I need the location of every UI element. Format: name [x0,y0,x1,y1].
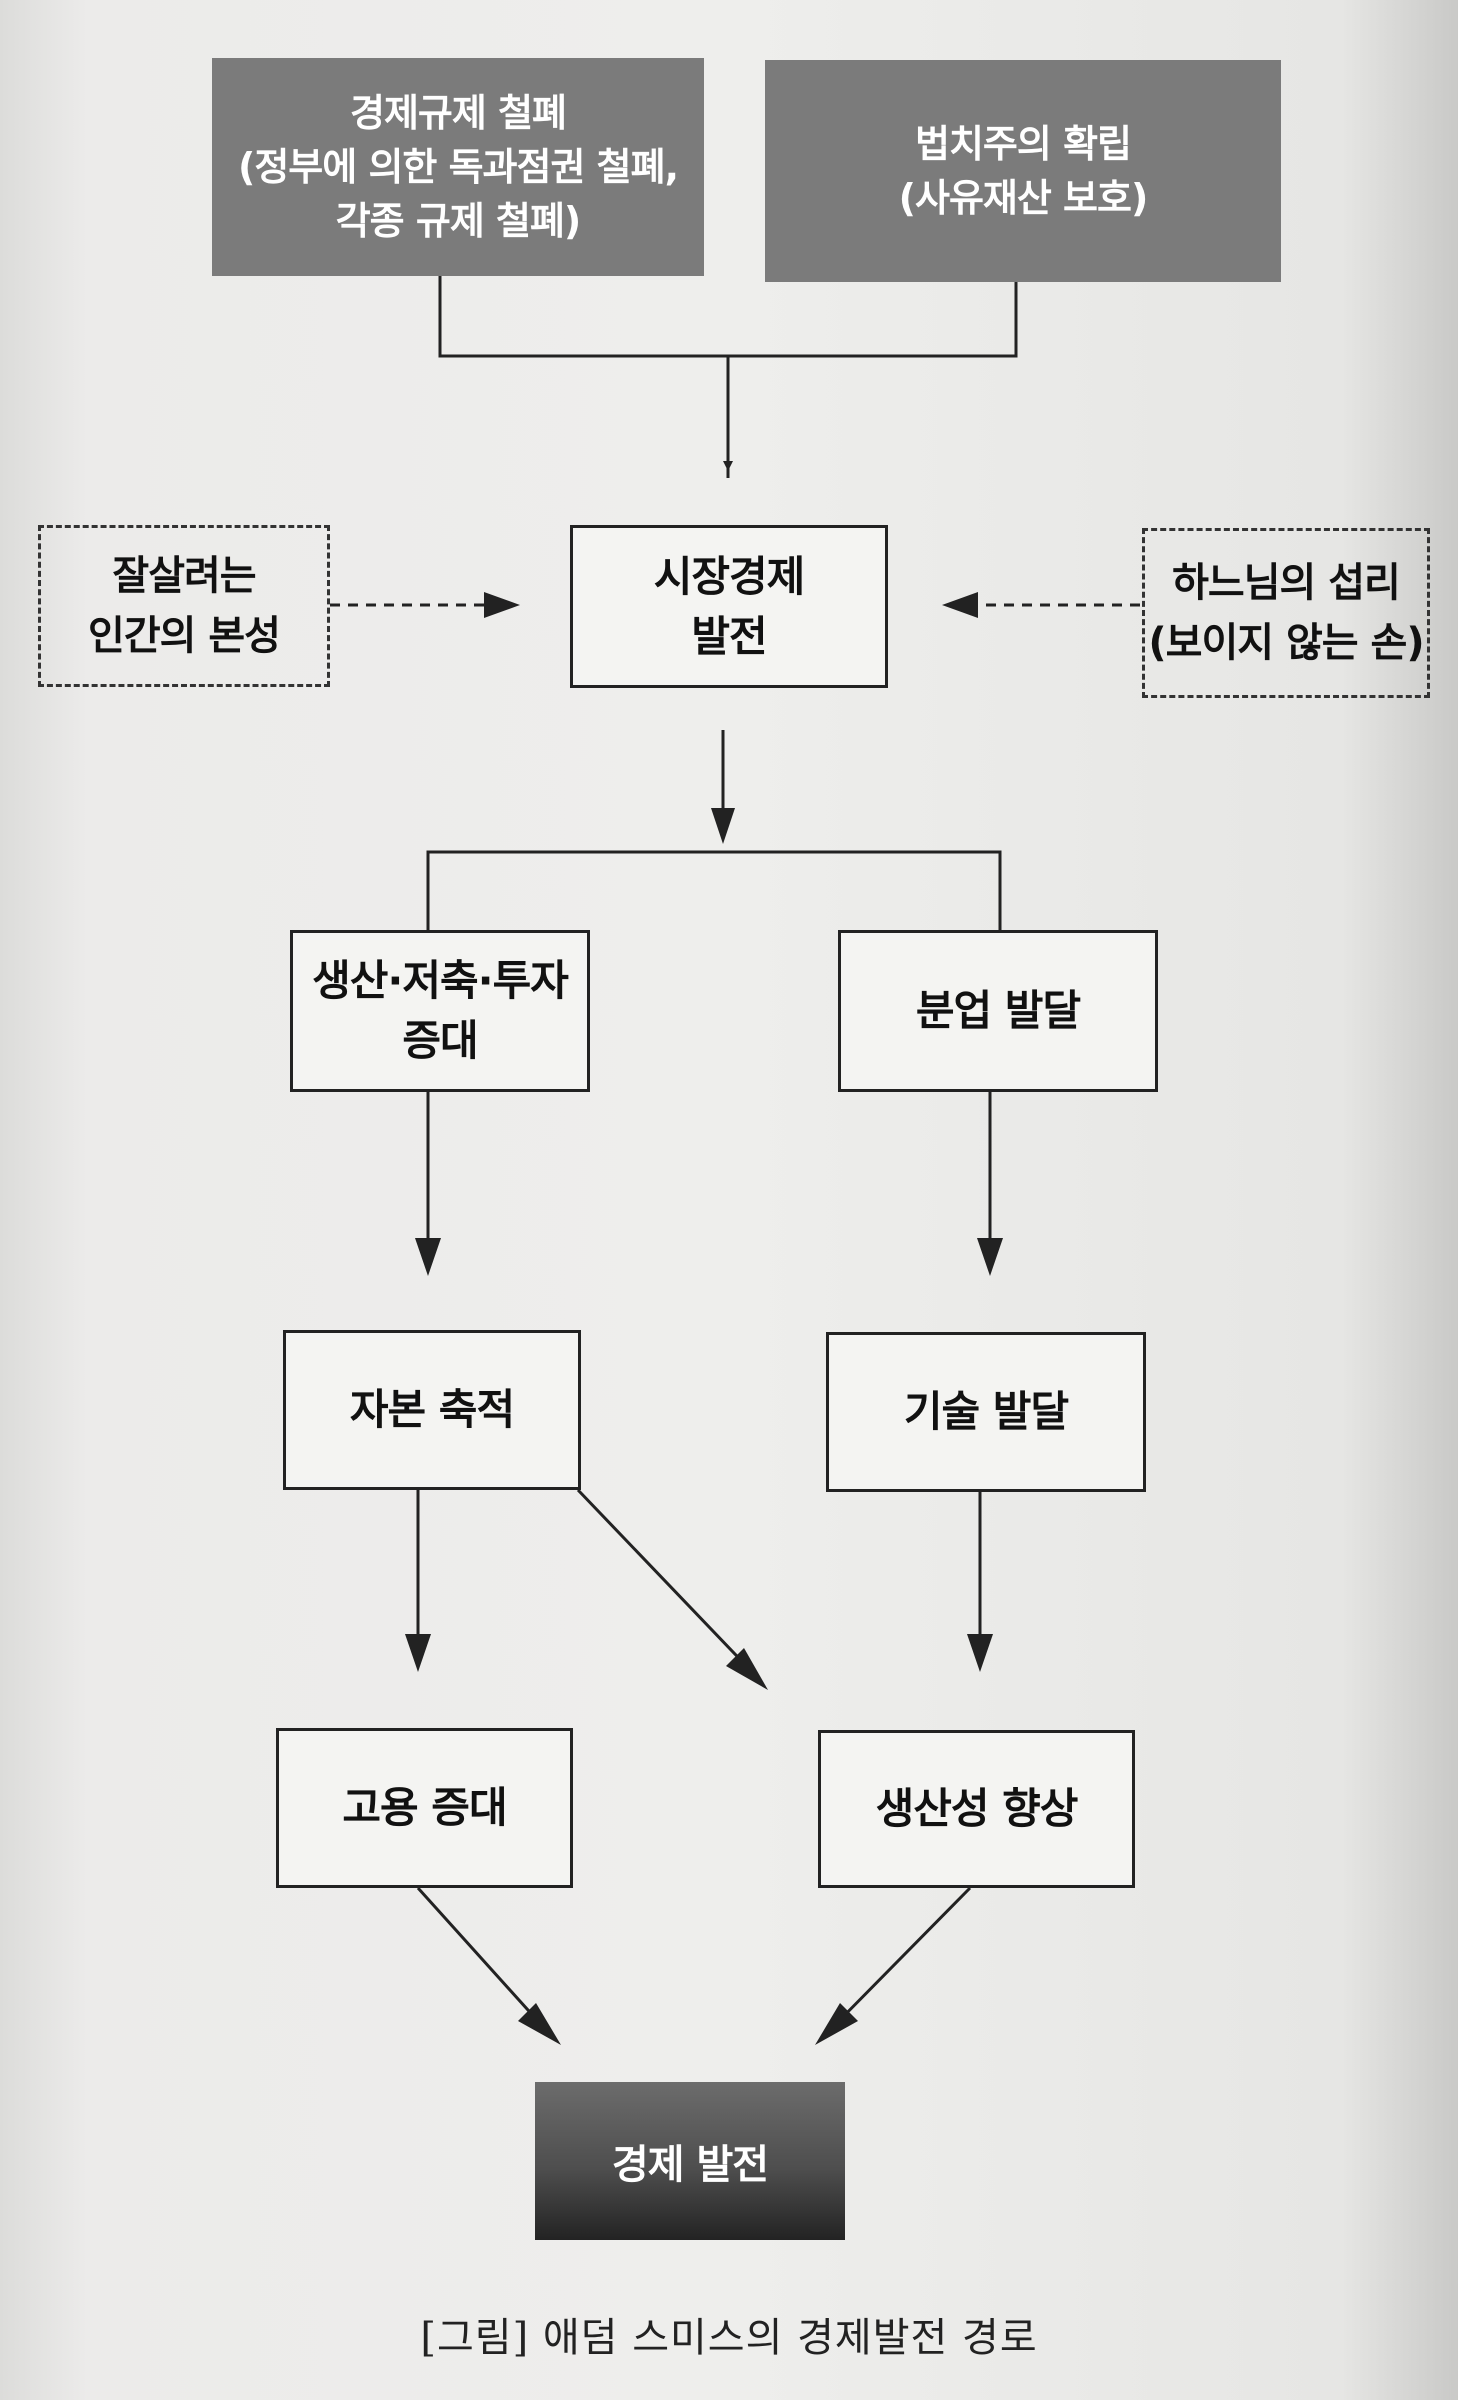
node-providence-line-2: (보이지 않는 손) [1148,620,1424,666]
arrowhead-division-to-technology [977,1238,1003,1276]
node-economic-development-line-1: 경제 발전 [611,2142,769,2188]
arrow-capital-to-productivity [576,1488,757,1677]
arrowhead-productivity-to-development [815,2003,858,2045]
node-production-increase-line-2: 증대 [402,1016,478,1065]
connector-split [426,850,1002,930]
arrowhead-capital-to-employment [405,1634,431,1672]
node-human-nature: 잘살려는 인간의 본성 [38,525,330,687]
node-production-increase-line-1: 생산·저축·투자 [312,956,569,1005]
node-technology-development: 기술 발달 [826,1332,1146,1492]
node-human-nature-line-1: 잘살려는 [112,553,256,599]
node-productivity-improvement-line-1: 생산성 향상 [875,1784,1079,1833]
node-productivity-improvement: 생산성 향상 [818,1730,1135,1888]
node-market-economy-line-2: 발전 [691,611,767,661]
node-market-economy-line-1: 시장경제 [653,551,806,601]
node-providence-line-1: 하느님의 섭리 [1172,560,1401,606]
node-providence: 하느님의 섭리 (보이지 않는 손) [1142,528,1430,698]
node-market-economy: 시장경제 발전 [570,525,888,688]
figure-caption: [그림] 애덤 스미스의 경제발전 경로 [420,2315,1038,2361]
node-human-nature-line-2: 인간의 본성 [88,613,281,659]
arrowhead-production-to-capital [415,1238,441,1276]
node-capital-accumulation-line-1: 자본 축적 [349,1385,515,1434]
arrowhead-technology-to-productivity [967,1634,993,1672]
node-capital-accumulation: 자본 축적 [283,1330,581,1490]
node-deregulation-line-2: (정부에 의한 독과점권 철폐, [237,145,679,189]
connector-top-merge [438,276,1018,358]
node-economic-development: 경제 발전 [535,2082,845,2240]
node-rule-of-law-line-1: 법치주의 확립 [915,122,1132,166]
node-deregulation: 경제규제 철폐 (정부에 의한 독과점권 철폐, 각종 규제 철폐) [212,58,704,276]
node-employment-increase: 고용 증대 [276,1728,573,1888]
node-division-of-labor: 분업 발달 [838,930,1158,1092]
arrowhead-capital-to-productivity [726,1648,768,1690]
node-technology-development-line-1: 기술 발달 [903,1387,1069,1436]
arrowhead-split [711,808,735,844]
arrowhead-employment-to-development [518,2003,561,2045]
dashed-arrowhead-human-nature [484,592,520,618]
node-production-increase: 생산·저축·투자 증대 [290,930,590,1092]
node-deregulation-line-3: 각종 규제 철폐) [335,199,582,243]
dashed-arrowhead-providence [942,592,978,618]
node-rule-of-law-line-2: (사유재산 보호) [898,176,1149,220]
arrow-productivity-to-development [828,1886,972,2032]
node-employment-increase-line-1: 고용 증대 [342,1783,507,1832]
arrow-employment-to-development [416,1886,548,2032]
node-deregulation-line-1: 경제규제 철폐 [350,91,567,135]
node-division-of-labor-line-1: 분업 발달 [915,986,1081,1035]
node-rule-of-law: 법치주의 확립 (사유재산 보호) [765,60,1281,282]
